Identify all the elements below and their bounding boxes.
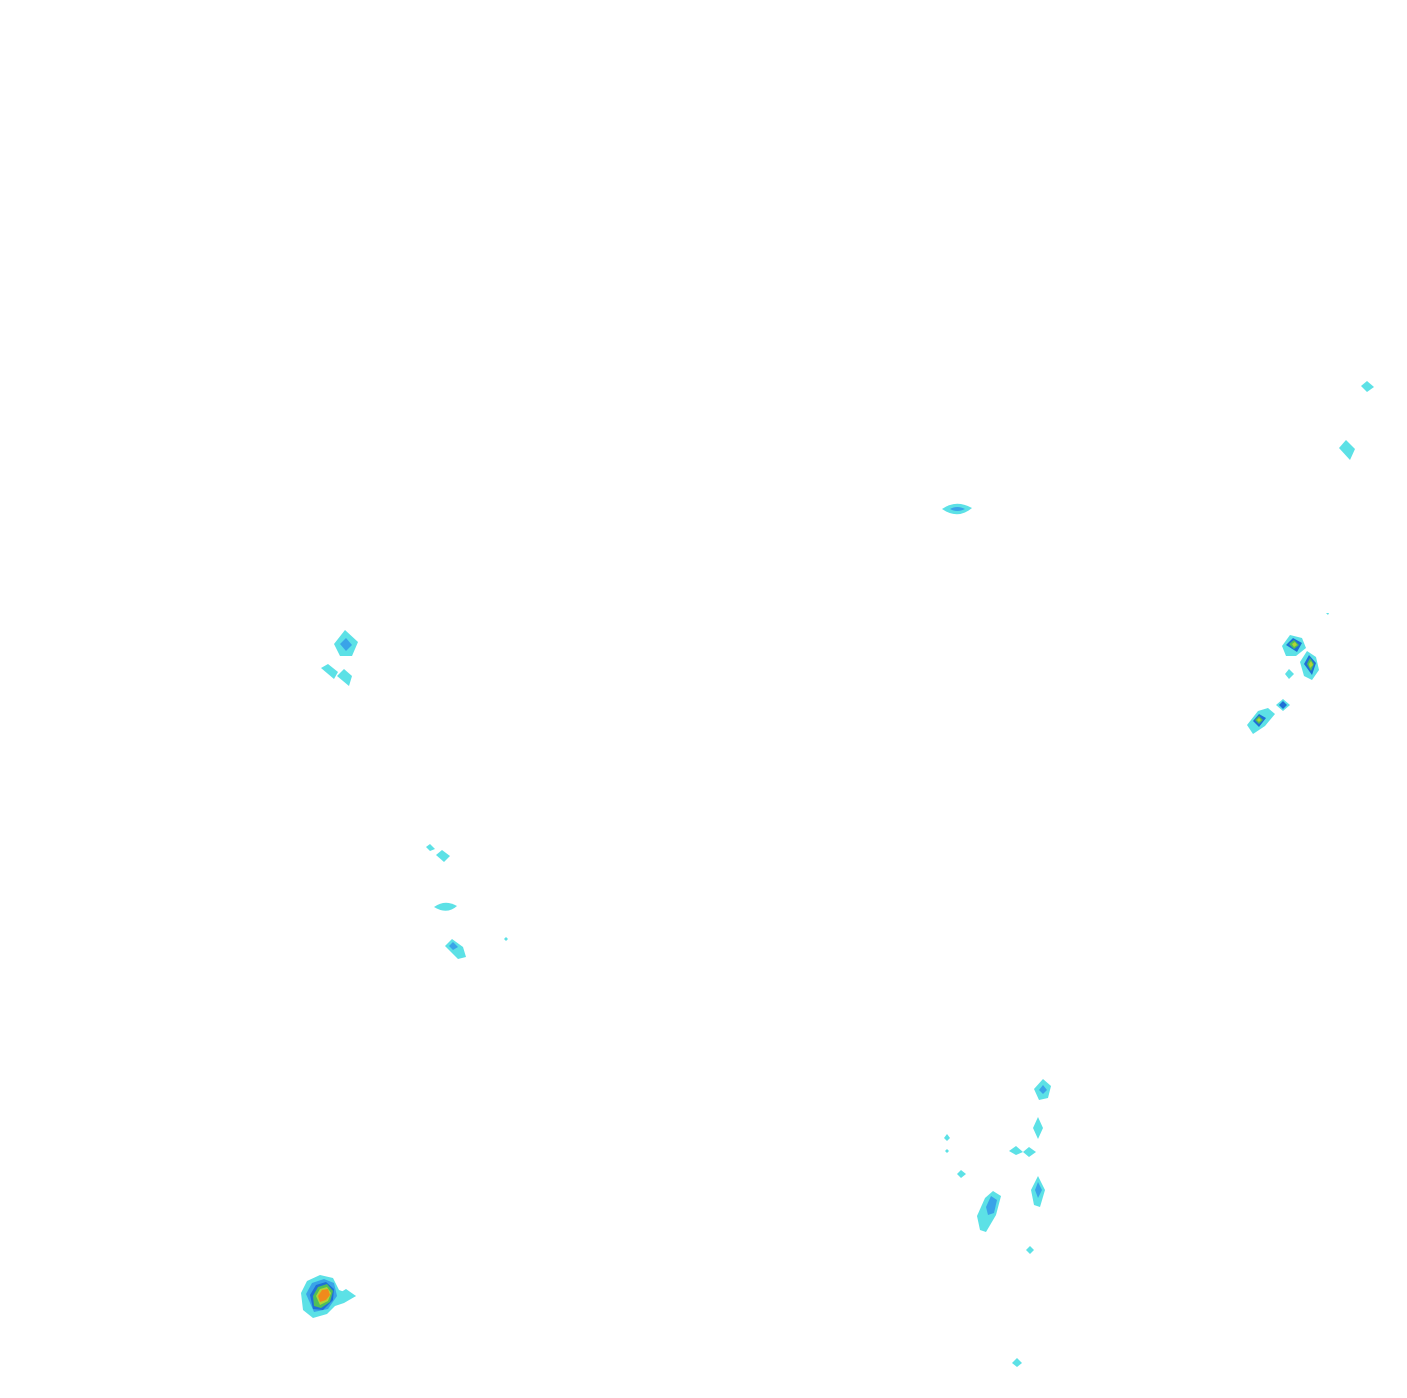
contour-cell-l6 xyxy=(318,1289,330,1302)
contour-cell-core xyxy=(986,1196,997,1215)
contour-cell xyxy=(1033,1117,1043,1139)
contour-cell-core xyxy=(449,942,458,950)
contour-cell xyxy=(1026,1246,1034,1254)
contour-cell xyxy=(957,1170,966,1178)
contour-cell xyxy=(1361,381,1374,392)
contour-cell-l5 xyxy=(1257,718,1261,722)
contour-cell-core xyxy=(950,507,965,511)
contour-cell xyxy=(1023,1147,1036,1157)
contour-cell xyxy=(1285,669,1294,679)
contour-cell xyxy=(504,937,508,941)
contour-cell-l5 xyxy=(1292,642,1297,647)
contour-cell xyxy=(426,844,435,851)
contour-cell xyxy=(436,850,450,862)
contour-cell xyxy=(337,669,352,686)
contour-cell-core xyxy=(1039,1085,1047,1094)
contour-cell xyxy=(338,1289,356,1301)
contour-cell xyxy=(1012,1358,1022,1367)
contour-cell xyxy=(445,939,466,959)
contour-cell xyxy=(434,902,457,911)
contour-cell xyxy=(1339,440,1355,460)
contour-cell xyxy=(1009,1146,1023,1155)
contour-cell-l5 xyxy=(1309,661,1313,668)
contour-cell xyxy=(944,1134,950,1141)
contour-cell-core xyxy=(340,638,352,651)
contour-cell xyxy=(1326,613,1329,615)
contour-cell-core xyxy=(1279,701,1287,709)
contour-cell xyxy=(945,1149,949,1153)
contour-cell xyxy=(321,664,338,679)
contour-cell-core xyxy=(1035,1182,1042,1198)
